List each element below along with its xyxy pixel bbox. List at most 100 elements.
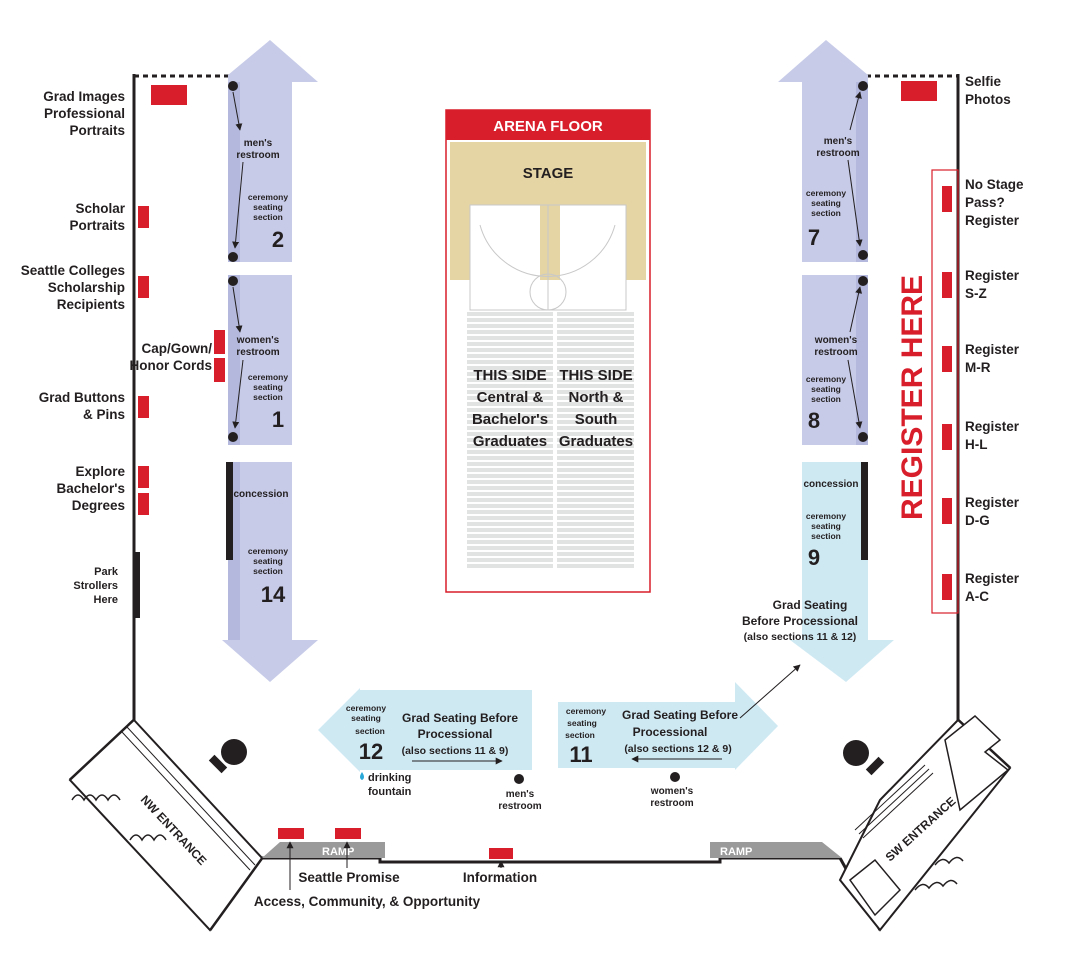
svg-text:ceremony: ceremony <box>806 511 846 521</box>
station-explore-bachelors[interactable]: Explore Bachelor's Degrees <box>57 464 150 515</box>
bleacher-row <box>467 516 553 520</box>
station-selfie-photos[interactable]: Selfie Photos <box>901 74 1011 107</box>
svg-text:ceremony: ceremony <box>248 372 288 382</box>
station-register-h-l[interactable]: Register H-L <box>942 419 1020 452</box>
section-1[interactable]: women's restroom ceremony seating sectio… <box>228 275 292 445</box>
bleacher-row <box>467 414 553 418</box>
bleacher-row <box>467 390 553 394</box>
svg-text:Processional: Processional <box>418 727 493 741</box>
svg-text:Before Processional: Before Processional <box>742 614 858 628</box>
svg-text:M-R: M-R <box>965 360 991 375</box>
svg-text:Photos: Photos <box>965 92 1011 107</box>
bleacher-row <box>467 426 553 430</box>
restroom-dot-icon <box>514 774 524 784</box>
section-12-number: 12 <box>359 739 383 764</box>
svg-text:concession: concession <box>803 479 858 490</box>
arena-floor-header <box>446 110 650 140</box>
side-left-label: THIS SIDE Central & Bachelor's Graduates <box>472 367 548 450</box>
bleacher-row <box>467 492 553 496</box>
station-register-s-z[interactable]: Register S-Z <box>942 268 1020 301</box>
bleacher-row <box>467 498 553 502</box>
bleacher-row <box>557 426 634 430</box>
svg-text:ceremony: ceremony <box>248 192 288 202</box>
station-grad-buttons[interactable]: Grad Buttons & Pins <box>39 390 149 422</box>
bleacher-row <box>467 564 553 568</box>
svg-text:Portraits: Portraits <box>69 218 125 233</box>
bleacher-row <box>557 522 634 526</box>
section-7[interactable]: men's restroom ceremony seating section … <box>778 40 868 262</box>
section-2[interactable]: men's restroom ceremony seating section … <box>228 40 318 262</box>
nw-entrance[interactable]: NW ENTRANCE <box>68 718 264 932</box>
bleacher-row <box>467 324 553 328</box>
svg-text:RAMP: RAMP <box>322 846 354 858</box>
svg-text:restroom: restroom <box>236 150 279 161</box>
bleacher-row <box>557 534 634 538</box>
svg-text:No Stage: No Stage <box>965 177 1024 192</box>
bleacher-row <box>467 504 553 508</box>
bleacher-row <box>467 330 553 334</box>
bleacher-row <box>557 312 634 316</box>
svg-text:Recipients: Recipients <box>57 297 125 312</box>
svg-text:restroom: restroom <box>814 347 857 358</box>
station-scholar-portraits[interactable]: Scholar Portraits <box>69 201 149 233</box>
register-zone-outline <box>931 169 959 614</box>
svg-text:Register: Register <box>965 342 1020 357</box>
svg-text:seating: seating <box>811 384 841 394</box>
station-information[interactable]: Information <box>463 848 537 885</box>
svg-text:Grad Buttons: Grad Buttons <box>39 390 125 405</box>
bleacher-row <box>557 390 634 394</box>
svg-text:ceremony: ceremony <box>806 374 846 384</box>
ramp-left: RAMP <box>262 842 385 858</box>
bleacher-row <box>557 564 634 568</box>
svg-text:Grad Images: Grad Images <box>43 89 125 104</box>
svg-text:seating: seating <box>351 713 381 723</box>
sw-entrance[interactable]: SW ENTRANCE <box>838 715 1012 932</box>
bleacher-row <box>467 396 553 400</box>
station-park-strollers[interactable]: Park Strollers Here <box>73 552 140 618</box>
restroom-dot-icon <box>228 252 238 262</box>
section-9-number: 9 <box>808 545 820 570</box>
svg-text:ceremony: ceremony <box>248 546 288 556</box>
section-7-number: 7 <box>808 225 820 250</box>
section-14[interactable]: concession ceremony seating section 14 <box>222 462 318 682</box>
bleacher-row <box>467 534 553 538</box>
svg-text:Central &: Central & <box>477 389 544 406</box>
section-11[interactable]: ceremony seating section 11 Grad Seating… <box>558 664 801 770</box>
svg-text:concession: concession <box>233 489 288 500</box>
svg-text:S-Z: S-Z <box>965 286 987 301</box>
bleacher-row <box>557 402 634 406</box>
bleacher-row <box>557 444 634 448</box>
svg-text:H-L: H-L <box>965 437 988 452</box>
station-cap-gown[interactable]: Cap/Gown/ Honor Cords <box>130 330 226 382</box>
bleacher-row <box>467 486 553 490</box>
station-seattle-promise[interactable]: Seattle Promise Access, Community, & Opp… <box>254 828 481 909</box>
svg-text:seating: seating <box>253 202 283 212</box>
svg-text:ceremony: ceremony <box>806 188 846 198</box>
section-8[interactable]: women's restroom ceremony seating sectio… <box>802 275 868 445</box>
station-grad-images[interactable]: Grad Images Professional Portraits <box>43 85 187 138</box>
section-12[interactable]: ceremony seating section 12 Grad Seating… <box>318 688 532 772</box>
svg-text:Graduates: Graduates <box>473 433 547 450</box>
svg-text:Processional: Processional <box>633 725 708 739</box>
bleacher-row <box>557 354 634 358</box>
station-register-m-r[interactable]: Register M-R <box>942 342 1020 375</box>
section-9[interactable]: concession ceremony seating section 9 Gr… <box>742 462 894 682</box>
bleacher-row <box>467 408 553 412</box>
station-no-stage-pass[interactable]: No Stage Pass? Register <box>942 177 1024 228</box>
water-drop-icon <box>360 772 364 780</box>
svg-text:Bachelor's: Bachelor's <box>57 481 126 496</box>
station-register-a-c[interactable]: Register A-C <box>942 571 1020 604</box>
station-register-d-g[interactable]: Register D-G <box>942 495 1020 528</box>
register-here-label: REGISTER HERE <box>896 275 929 520</box>
bleacher-row <box>557 396 634 400</box>
bleacher-row <box>557 516 634 520</box>
bleacher-row <box>467 384 553 388</box>
svg-text:THIS SIDE: THIS SIDE <box>473 367 546 384</box>
station-scholarship-recipients[interactable]: Seattle Colleges Scholarship Recipients <box>21 263 149 312</box>
bleacher-row <box>467 540 553 544</box>
svg-text:Register: Register <box>965 495 1020 510</box>
side-right-label: THIS SIDE North & South Graduates <box>559 367 633 450</box>
restroom-dot-icon <box>670 772 680 782</box>
svg-text:Seattle Promise: Seattle Promise <box>298 870 400 885</box>
bleacher-row <box>557 336 634 340</box>
